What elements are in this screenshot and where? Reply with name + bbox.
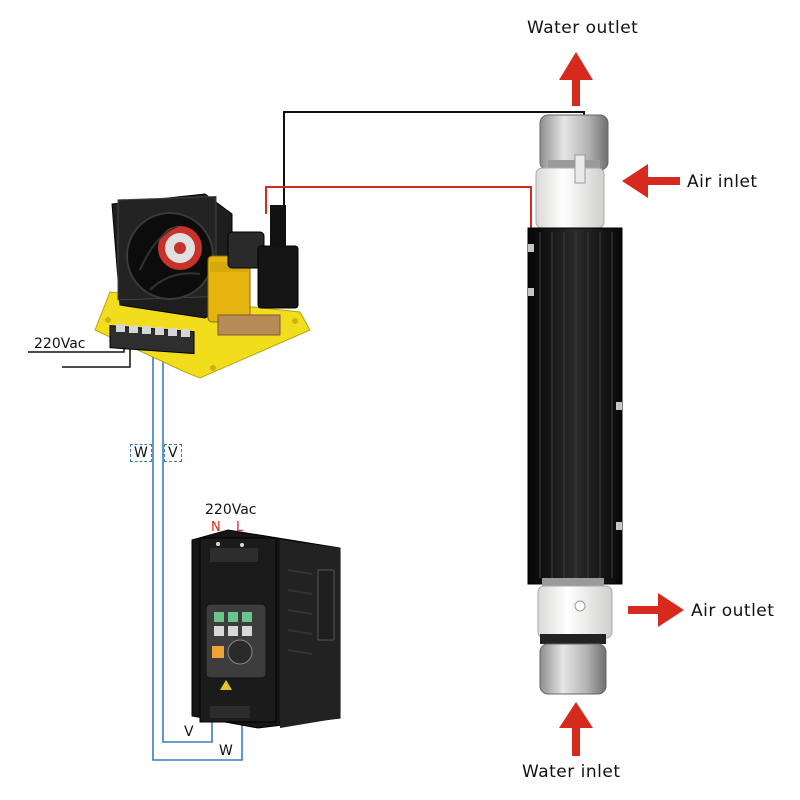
terminal-w-label: W	[219, 743, 233, 759]
frequency-inverter	[191, 529, 341, 729]
wire-v-tag: V	[164, 444, 182, 462]
ozone-power-supply	[94, 193, 311, 379]
wire-w-tag: W	[130, 444, 152, 462]
air-inlet-label: Air inlet	[687, 172, 758, 192]
top-ceramic-housing	[535, 167, 605, 229]
ozone-tube-assembly	[527, 114, 623, 695]
line-label: L	[236, 520, 244, 535]
bottom-steel-cap	[539, 643, 607, 695]
terminal-v-label: V	[184, 724, 194, 740]
air-outlet-label: Air outlet	[691, 601, 775, 621]
air-inlet-arrow	[622, 164, 680, 198]
water-outlet-arrow	[559, 52, 593, 106]
blue-wire-v	[162, 338, 213, 743]
bottom-ceramic-housing	[537, 585, 613, 639]
red-hv-wire	[265, 186, 532, 252]
terminal-block	[109, 324, 195, 355]
neutral-label: N	[211, 520, 221, 535]
blue-wire-w	[152, 338, 243, 761]
air-outlet-arrow	[628, 593, 684, 627]
water-inlet-arrow	[559, 702, 593, 756]
cooling-fan	[111, 193, 233, 319]
water-outlet-label: Water outlet	[527, 18, 639, 38]
psu-220vac-label: 220Vac	[34, 336, 86, 352]
hv-transformer	[207, 205, 299, 336]
ozone-tube-body	[527, 227, 623, 585]
inverter-220vac-label: 220Vac	[205, 502, 257, 518]
yellow-base-plate	[94, 291, 311, 379]
water-inlet-label: Water inlet	[522, 762, 621, 782]
